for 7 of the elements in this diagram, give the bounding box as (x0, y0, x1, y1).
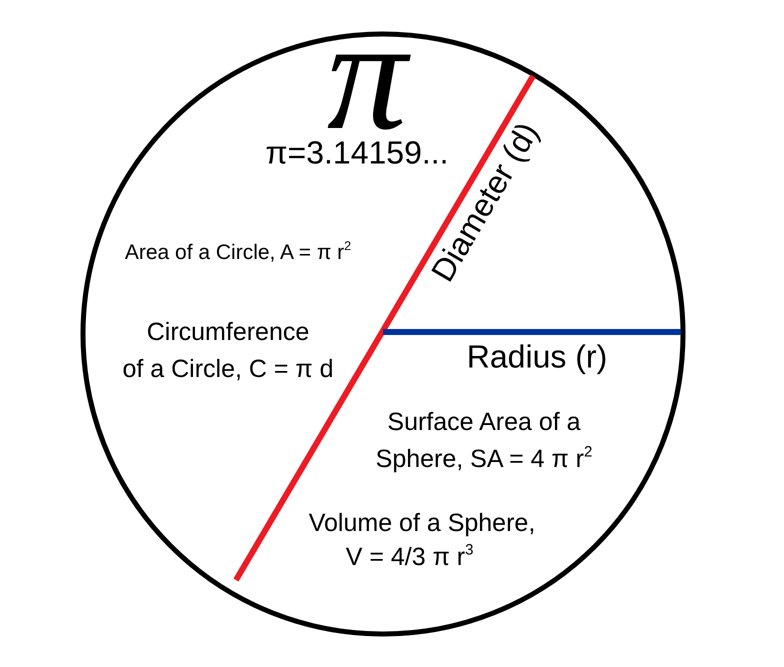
volume-formula: Volume of a Sphere, V = 4/3 π r$^{3}$ (308, 508, 536, 573)
area-formula: Area of a Circle, A = π r$^{2}$ (124, 240, 352, 266)
pi-value-text: π=3.14159... (265, 134, 449, 171)
circumference-formula: Circumference of a Circle, C = π d (122, 317, 334, 385)
radius-label: Radius (r) (466, 338, 608, 376)
pi-symbol-heading: π (314, 18, 420, 130)
surface-area-formula: Surface Area of a Sphere, SA = 4 π r$^{2}$ (376, 407, 592, 475)
